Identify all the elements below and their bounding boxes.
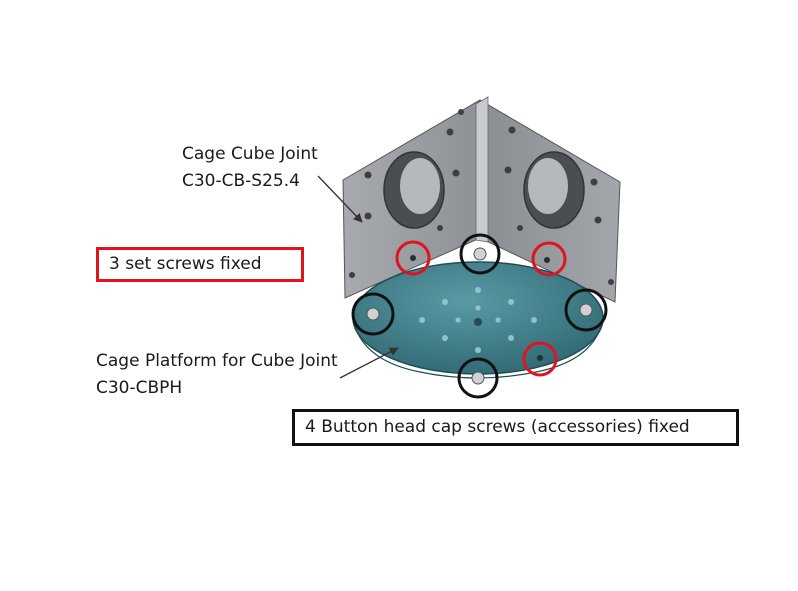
cap-screw-markers bbox=[351, 233, 608, 399]
platform-part-number: C30-CBPH bbox=[96, 378, 183, 398]
set-screw-heads bbox=[410, 255, 550, 361]
cap-screw-heads bbox=[366, 247, 593, 385]
cap-screw-marker-top bbox=[459, 233, 501, 275]
cube-mounting-holes bbox=[349, 109, 614, 285]
platform-holes bbox=[419, 287, 537, 353]
set-screw-marker-right bbox=[531, 241, 567, 277]
cube-joint-leader-arrow bbox=[317, 175, 363, 223]
cube-joint bbox=[342, 96, 621, 303]
platform-name: Cage Platform for Cube Joint bbox=[96, 351, 338, 371]
set-screw-marker-left bbox=[395, 240, 431, 276]
set-screws-note: 3 set screws fixed bbox=[109, 254, 262, 274]
cube-joint-part-number: C30-CB-S25.4 bbox=[182, 171, 300, 191]
cap-screw-marker-left bbox=[351, 292, 395, 336]
cap-screw-marker-right bbox=[564, 288, 608, 332]
platform-leader-arrow bbox=[339, 347, 399, 379]
set-screws-note-box: 3 set screws fixed bbox=[96, 247, 304, 282]
cap-screws-note-box: 4 Button head cap screws (accessories) f… bbox=[292, 409, 739, 446]
cage-platform bbox=[352, 247, 604, 385]
cap-screw-marker-bottom bbox=[457, 357, 499, 399]
cube-joint-name: Cage Cube Joint bbox=[182, 144, 318, 164]
cap-screws-note: 4 Button head cap screws (accessories) f… bbox=[305, 417, 690, 437]
set-screw-markers bbox=[395, 240, 567, 377]
set-screw-marker-bottom bbox=[522, 341, 558, 377]
